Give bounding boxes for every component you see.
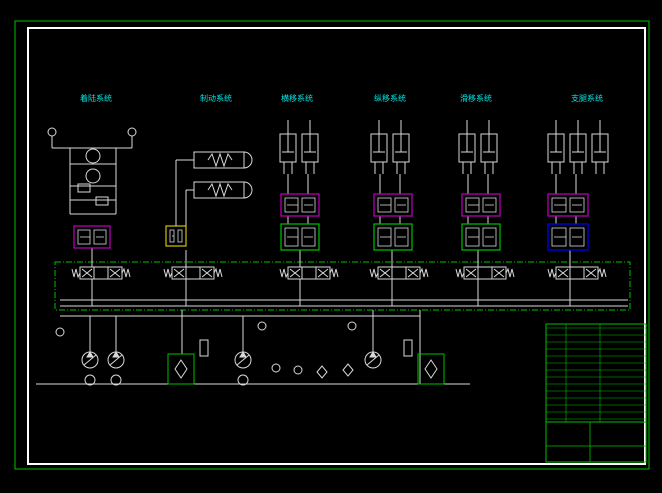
filter-unit xyxy=(417,353,445,385)
system-label-3: 横移系统 xyxy=(281,94,313,103)
pressure-valve-block-5 xyxy=(461,223,501,251)
filter-element xyxy=(424,359,438,379)
directional-control-valve xyxy=(71,266,131,280)
pressure-gauge xyxy=(271,363,281,373)
check-valve-block-6 xyxy=(547,193,589,217)
electric-motor xyxy=(237,374,249,386)
directional-control-valve xyxy=(279,266,339,280)
throttle-valve xyxy=(95,196,109,206)
pressure-valve-block-6 xyxy=(547,223,589,251)
filter xyxy=(77,183,91,193)
pressure-gauge xyxy=(293,365,303,375)
accumulator xyxy=(85,168,101,184)
brake-cylinder xyxy=(193,151,245,169)
system-label-6: 支腿系统 xyxy=(571,94,603,103)
system-label-4: 纵移系统 xyxy=(374,94,406,103)
system-label-5: 滑移系统 xyxy=(460,94,492,103)
brake-shoe xyxy=(243,181,253,199)
pressure-gauge xyxy=(127,127,137,137)
electric-motor xyxy=(84,374,96,386)
main-valve-manifold xyxy=(54,261,631,311)
system-label-1: 着陆系统 xyxy=(80,94,112,103)
brake-shoe xyxy=(243,151,253,169)
pressure-gauge xyxy=(347,321,357,331)
pressure-gauge xyxy=(47,127,57,137)
electric-motor xyxy=(110,374,122,386)
brake-valve-block xyxy=(165,225,187,247)
brake-spring xyxy=(207,182,233,198)
pressure-valve-block-3 xyxy=(280,223,320,251)
inner-frame xyxy=(27,27,646,465)
directional-control-valve xyxy=(547,266,607,280)
check-valve-block-4 xyxy=(373,193,413,217)
system-label-2: 制动系统 xyxy=(200,94,232,103)
title-block xyxy=(545,323,647,463)
accumulator xyxy=(85,148,101,164)
directional-control-valve xyxy=(455,266,515,280)
relief-valve xyxy=(199,339,209,357)
brake-spring xyxy=(207,152,233,168)
pressure-valve-block-4 xyxy=(373,223,413,251)
filter-element xyxy=(342,363,354,377)
filter-unit xyxy=(167,353,195,385)
directional-control-valve xyxy=(369,266,429,280)
check-valve-block-1 xyxy=(73,225,111,249)
filter-element xyxy=(174,359,188,379)
pressure-gauge xyxy=(257,321,267,331)
outer-frame xyxy=(14,20,650,470)
pressure-gauge xyxy=(55,327,65,337)
filter-element xyxy=(316,365,328,379)
brake-cylinder xyxy=(193,181,245,199)
check-valve-block-3 xyxy=(280,193,320,217)
directional-control-valve xyxy=(163,266,223,280)
relief-valve xyxy=(403,339,413,357)
check-valve-block-5 xyxy=(461,193,501,217)
